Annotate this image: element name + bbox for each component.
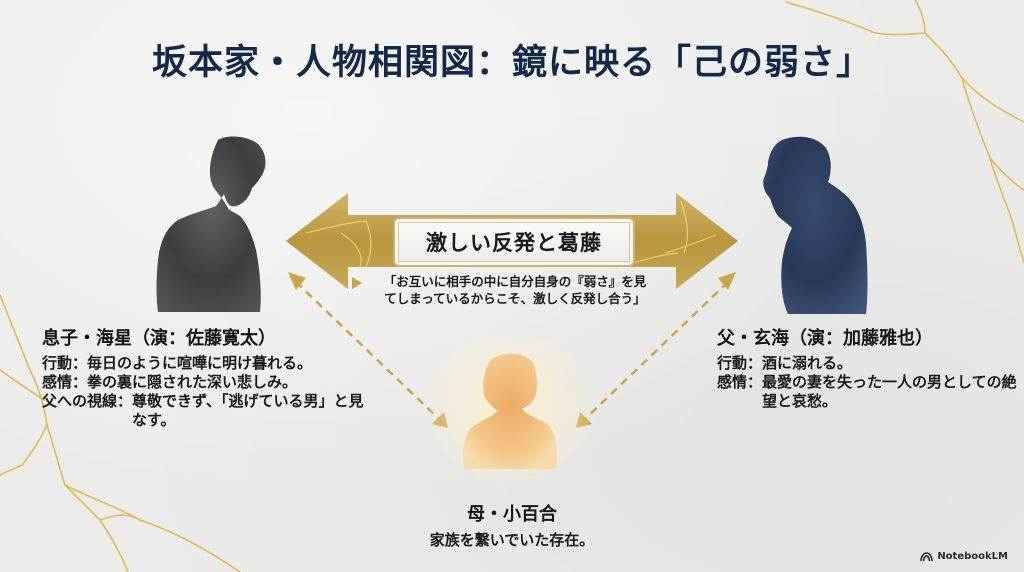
- father-row-action: 行動： 酒に溺れる。: [717, 354, 1017, 373]
- father-silhouette-icon: [763, 136, 868, 314]
- son-action-value: 毎日のように喧嘩に明け暮れる。: [87, 354, 313, 372]
- quote-line-2: てしまっているからこそ、激しく反発し合う」: [384, 291, 646, 306]
- son-view-value: 尊敬できず、「逃げている男」と見なす。: [132, 392, 364, 429]
- son-emotion-value: 拳の裏に隠された深い悲しみ。: [87, 373, 298, 391]
- son-action-label: 行動：: [42, 354, 88, 372]
- son-info: 息子・海星（演：佐藤寛太） 行動： 毎日のように喧嘩に明け暮れる。 感情： 拳の…: [42, 324, 372, 430]
- son-row-view-of-father: 父への視線： 尊敬できず、「逃げている男」と見なす。: [42, 392, 372, 430]
- quote-line-1: 「お互いに相手の中に自分自身の『弱さ』を見: [383, 274, 647, 289]
- son-emotion-label: 感情：: [42, 373, 88, 391]
- father-action-label: 行動：: [717, 354, 763, 372]
- father-row-emotion: 感情： 最愛の妻を失った一人の男としての絶望と哀愁。: [717, 373, 1017, 411]
- mother-silhouette-icon: [430, 332, 590, 482]
- father-emotion-label: 感情：: [717, 373, 763, 391]
- quote-triangle-icon: [352, 277, 362, 289]
- son-name: 息子・海星（演：佐藤寛太）: [42, 328, 276, 349]
- father-emotion-value: 最愛の妻を失った一人の男としての絶望と哀愁。: [762, 373, 1017, 410]
- son-silhouette-icon: [156, 136, 266, 312]
- page-title: 坂本家・人物相関図：鏡に映る「己の弱さ」: [151, 42, 872, 83]
- son-row-action: 行動： 毎日のように喧嘩に明け暮れる。: [42, 354, 372, 373]
- son-row-emotion: 感情： 拳の裏に隠された深い悲しみ。: [42, 373, 372, 392]
- mother-description: 家族を繋いでいた存在。: [429, 531, 595, 549]
- notebooklm-logo-icon: [920, 551, 934, 561]
- mother-info: 母・小百合 家族を繋いでいた存在。: [380, 500, 644, 550]
- brand-label: NotebookLM: [937, 551, 1008, 562]
- father-action-value: 酒に溺れる。: [762, 354, 853, 372]
- mother-name: 母・小百合: [467, 504, 557, 525]
- father-info: 父・玄海（演：加藤雅也） 行動： 酒に溺れる。 感情： 最愛の妻を失った一人の男…: [717, 324, 1017, 411]
- son-view-label: 父への視線：: [42, 392, 133, 410]
- conflict-label: 激しい反発と葛藤: [393, 217, 635, 267]
- conflict-quote: 「お互いに相手の中に自分自身の『弱さ』を見 てしまっているからこそ、激しく反発し…: [340, 273, 690, 307]
- brand-watermark: NotebookLM: [920, 551, 1008, 562]
- father-name: 父・玄海（演：加藤雅也）: [717, 328, 933, 349]
